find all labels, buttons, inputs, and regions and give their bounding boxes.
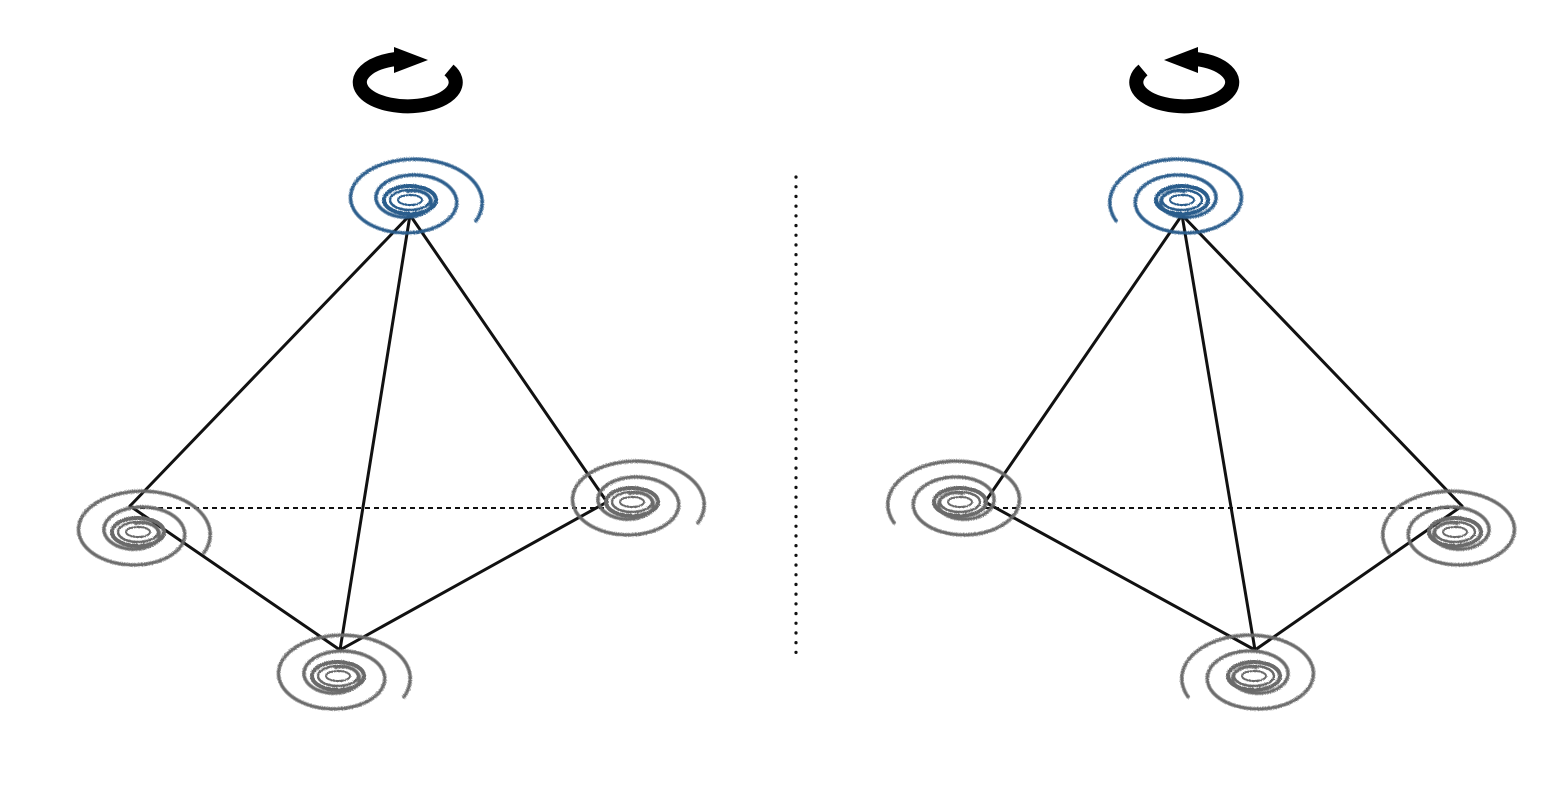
edge <box>1180 213 1464 508</box>
edge <box>983 213 1184 504</box>
spiral-core <box>397 194 423 206</box>
base-node-left <box>885 459 1022 538</box>
spiral-core <box>125 526 151 538</box>
spiral-node-icon <box>1380 489 1517 568</box>
spiral-core <box>116 520 160 544</box>
spiral-core <box>947 496 973 508</box>
spiral-core <box>610 490 654 514</box>
spiral-node-icon <box>570 459 707 538</box>
spiral-core <box>932 486 988 518</box>
spiral-node-icon <box>76 489 213 568</box>
spiral-node-icon <box>1107 157 1244 236</box>
spiral-node-icon <box>885 459 1022 538</box>
spiral-core <box>388 188 432 212</box>
edge <box>128 213 412 508</box>
edge <box>338 500 609 652</box>
spiral-core <box>316 664 360 688</box>
spiral-node-icon <box>348 157 485 236</box>
apex-node <box>1107 157 1244 236</box>
edge <box>408 213 609 504</box>
spiral-core <box>1442 526 1468 538</box>
spiral-core <box>619 496 645 508</box>
edge <box>1180 213 1257 652</box>
spiral-core <box>325 670 351 682</box>
base-node-right <box>1380 489 1517 568</box>
spiral-core <box>310 660 366 692</box>
edge <box>338 213 412 652</box>
base-node-front <box>1179 633 1316 712</box>
spiral-core <box>1433 520 1477 544</box>
spiral-core <box>1169 194 1195 206</box>
base-node-left <box>76 489 213 568</box>
counterclockwise-arrow-icon <box>1129 47 1240 114</box>
spiral-core <box>1232 664 1276 688</box>
spiral-core <box>382 184 438 216</box>
base-node-front <box>276 633 413 712</box>
right-panel <box>885 47 1517 712</box>
spiral-core <box>1154 184 1210 216</box>
spiral-core <box>1241 670 1267 682</box>
spiral-core <box>1160 188 1204 212</box>
spiral-core <box>110 516 166 548</box>
edge <box>983 500 1257 652</box>
spiral-node-icon <box>276 633 413 712</box>
spiral-core <box>604 486 660 518</box>
spiral-core <box>1226 660 1282 692</box>
base-node-right <box>570 459 707 538</box>
spiral-core <box>1427 516 1483 548</box>
spiral-node-icon <box>1179 633 1316 712</box>
clockwise-arrow-icon <box>352 47 463 114</box>
spiral-core <box>938 490 982 514</box>
left-panel <box>76 47 707 712</box>
apex-node <box>348 157 485 236</box>
